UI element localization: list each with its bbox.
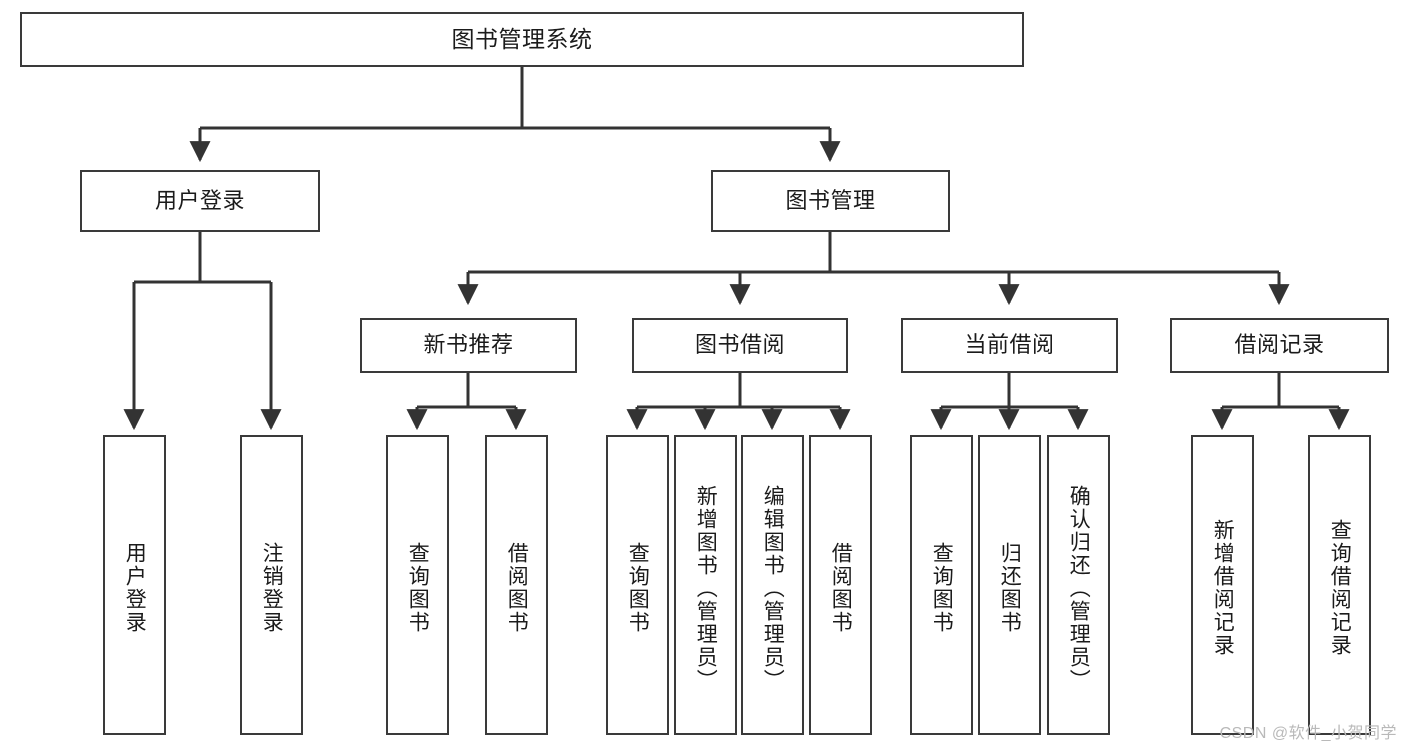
node-leaf-query-book-1[interactable]: 查询图书 (386, 435, 449, 735)
node-borrow-record[interactable]: 借阅记录 (1170, 318, 1389, 373)
node-current-borrow[interactable]: 当前借阅 (901, 318, 1118, 373)
node-leaf-user-login[interactable]: 用户登录 (103, 435, 166, 735)
node-new-book-recommend[interactable]: 新书推荐 (360, 318, 577, 373)
node-book-borrow-label: 图书借阅 (694, 332, 785, 358)
node-leaf-edit-book-label: 编辑图书（管理员） (761, 484, 785, 692)
node-leaf-add-record-label: 新增借阅记录 (1211, 519, 1235, 657)
node-leaf-query-book-3[interactable]: 查询图书 (910, 435, 973, 735)
node-leaf-add-record[interactable]: 新增借阅记录 (1191, 435, 1254, 735)
node-new-book-recommend-label: 新书推荐 (423, 332, 514, 358)
node-user-login-label: 用户登录 (154, 187, 245, 213)
node-current-borrow-label: 当前借阅 (964, 332, 1055, 358)
node-leaf-query-book-1-label: 查询图书 (406, 542, 430, 634)
node-root-label: 图书管理系统 (451, 25, 593, 52)
node-leaf-user-login-label: 用户登录 (123, 542, 147, 634)
node-leaf-query-book-2[interactable]: 查询图书 (606, 435, 669, 735)
node-user-login[interactable]: 用户登录 (80, 170, 320, 232)
node-leaf-confirm-return[interactable]: 确认归还（管理员） (1047, 435, 1110, 735)
node-leaf-logout-label: 注销登录 (260, 542, 284, 634)
node-book-borrow[interactable]: 图书借阅 (632, 318, 848, 373)
node-borrow-record-label: 借阅记录 (1234, 332, 1325, 358)
node-leaf-add-book[interactable]: 新增图书（管理员） (674, 435, 737, 735)
node-leaf-edit-book[interactable]: 编辑图书（管理员） (741, 435, 804, 735)
node-leaf-return-book-label: 归还图书 (998, 542, 1022, 634)
node-leaf-confirm-return-label: 确认归还（管理员） (1067, 484, 1091, 692)
csdn-watermark: CSDN @软件_小贺同学 (1219, 725, 1397, 742)
node-leaf-query-book-2-label: 查询图书 (626, 542, 650, 634)
node-leaf-borrow-book-1-label: 借阅图书 (505, 542, 529, 634)
node-leaf-return-book[interactable]: 归还图书 (978, 435, 1041, 735)
node-book-management-label: 图书管理 (785, 187, 876, 213)
node-root[interactable]: 图书管理系统 (20, 12, 1024, 67)
node-leaf-borrow-book-1[interactable]: 借阅图书 (485, 435, 548, 735)
node-leaf-add-book-label: 新增图书（管理员） (694, 484, 718, 692)
node-leaf-logout[interactable]: 注销登录 (240, 435, 303, 735)
node-leaf-borrow-book-2[interactable]: 借阅图书 (809, 435, 872, 735)
node-leaf-query-record-label: 查询借阅记录 (1328, 519, 1352, 657)
node-leaf-query-book-3-label: 查询图书 (930, 542, 954, 634)
node-book-management[interactable]: 图书管理 (711, 170, 950, 232)
node-leaf-query-record[interactable]: 查询借阅记录 (1308, 435, 1371, 735)
node-leaf-borrow-book-2-label: 借阅图书 (829, 542, 853, 634)
